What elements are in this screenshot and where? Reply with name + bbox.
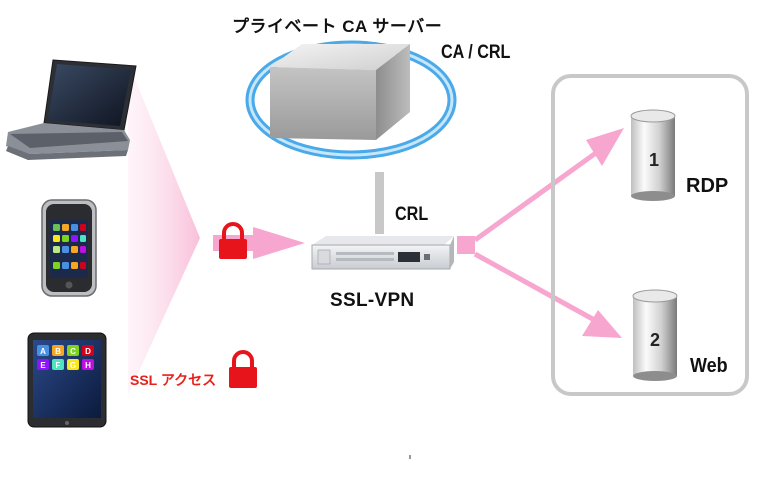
tablet-app-tile bbox=[67, 359, 79, 370]
tablet-app-tile bbox=[52, 359, 64, 370]
server-2-number: 2 bbox=[650, 330, 660, 350]
ca-server bbox=[245, 40, 457, 160]
tablet-app-tile-letter: G bbox=[70, 361, 76, 370]
server-1-number: 1 bbox=[649, 150, 659, 170]
tablet-app-tile-letter: C bbox=[70, 347, 76, 356]
vpn-appliance-icon bbox=[311, 236, 454, 270]
lock-icon bbox=[219, 222, 247, 259]
tablet-app-tile bbox=[82, 345, 94, 356]
tablet-app-tile bbox=[82, 359, 94, 370]
rdp-server-label: RDP bbox=[686, 175, 729, 197]
smartphone-icon bbox=[41, 199, 97, 297]
tablet-app-tile-letter: F bbox=[56, 361, 61, 370]
route-arrows bbox=[473, 128, 624, 338]
tablet-app-tile-letter: A bbox=[40, 347, 46, 356]
stray-mark bbox=[409, 455, 411, 459]
ssl-vpn-label: SSL-VPN bbox=[330, 290, 415, 311]
tablet-app-tile-letter: B bbox=[55, 347, 61, 356]
ca-crl-label: CA / CRL bbox=[441, 42, 511, 63]
crl-connector bbox=[375, 172, 384, 234]
access-cone bbox=[128, 62, 200, 395]
tablet-app-tile bbox=[37, 345, 49, 356]
server-cylinder-icon bbox=[630, 109, 676, 201]
ca-server-title: プライベート CA サーバー bbox=[232, 17, 443, 36]
tablet-app-tile bbox=[52, 345, 64, 356]
web-server-label: Web bbox=[690, 355, 728, 377]
server-cylinder-icon bbox=[632, 289, 678, 381]
crl-label: CRL bbox=[395, 204, 429, 225]
server-cube-icon bbox=[270, 44, 410, 140]
tablet-app-tile bbox=[67, 345, 79, 356]
tablet-app-tile-letter: E bbox=[40, 361, 46, 370]
tablet-app-tile bbox=[37, 359, 49, 370]
laptop-icon bbox=[6, 59, 137, 160]
vpn-port-connector bbox=[457, 236, 475, 254]
server-group-box bbox=[551, 74, 749, 396]
ssl-access-label: SSL アクセス bbox=[130, 372, 217, 388]
lock-icon bbox=[229, 350, 257, 388]
tablet-app-tile-letter: D bbox=[85, 347, 91, 356]
tablet-app-tile-letter: H bbox=[85, 361, 91, 370]
